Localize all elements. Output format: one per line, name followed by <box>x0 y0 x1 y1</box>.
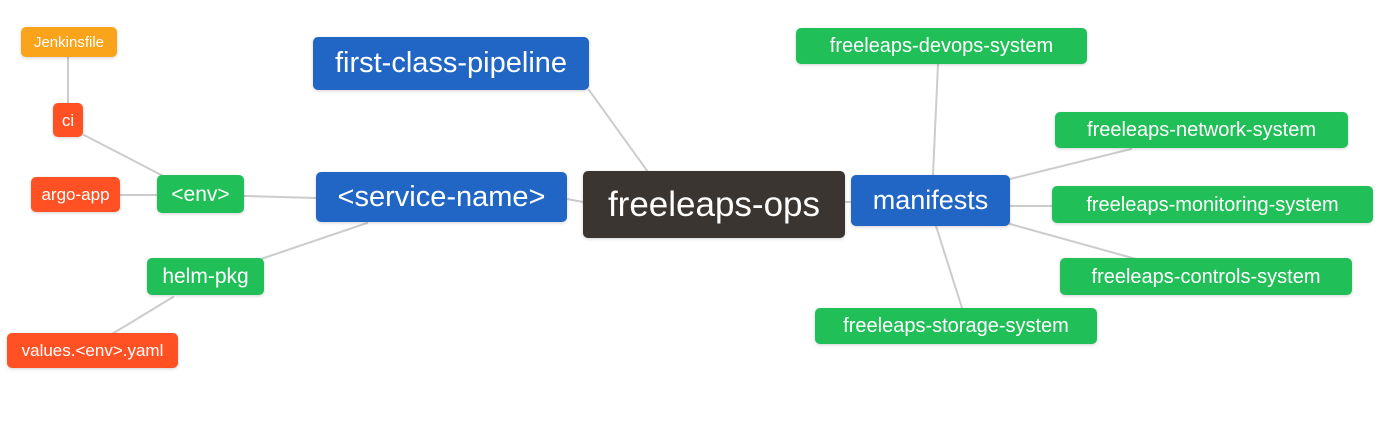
node-helm-pkg[interactable]: helm-pkg <box>147 258 264 295</box>
node-manifests[interactable]: manifests <box>851 175 1010 226</box>
node-devops-system[interactable]: freeleaps-devops-system <box>796 28 1087 64</box>
edge-manifests-storage <box>935 225 963 309</box>
node-controls-system[interactable]: freeleaps-controls-system <box>1060 258 1352 295</box>
node-env[interactable]: <env> <box>157 175 244 213</box>
edge-manifests-controls <box>1009 223 1137 260</box>
edge-helm-pkg-service-name <box>260 222 368 260</box>
node-network-system[interactable]: freeleaps-network-system <box>1055 112 1348 148</box>
node-ci[interactable]: ci <box>53 103 83 137</box>
node-service-name[interactable]: <service-name> <box>316 172 567 222</box>
edge-manifests-network <box>1009 148 1132 180</box>
edge-helm-pkg-values <box>111 296 174 335</box>
node-monitoring-system[interactable]: freeleaps-monitoring-system <box>1052 186 1373 223</box>
edge-manifests-devops <box>932 63 939 176</box>
node-first-class-pipeline[interactable]: first-class-pipeline <box>313 37 589 90</box>
edge-service-name-root <box>566 198 584 203</box>
edge-ci-env <box>83 134 168 179</box>
node-values-env-yaml[interactable]: values.<env>.yaml <box>7 333 178 368</box>
edge-pipeline-root <box>588 89 649 173</box>
node-argo-app[interactable]: argo-app <box>31 177 120 212</box>
node-jenkinsfile[interactable]: Jenkinsfile <box>21 27 117 57</box>
node-freeleaps-ops-root[interactable]: freeleaps-ops <box>583 171 845 238</box>
node-storage-system[interactable]: freeleaps-storage-system <box>815 308 1097 344</box>
edge-env-service-name <box>243 195 317 199</box>
